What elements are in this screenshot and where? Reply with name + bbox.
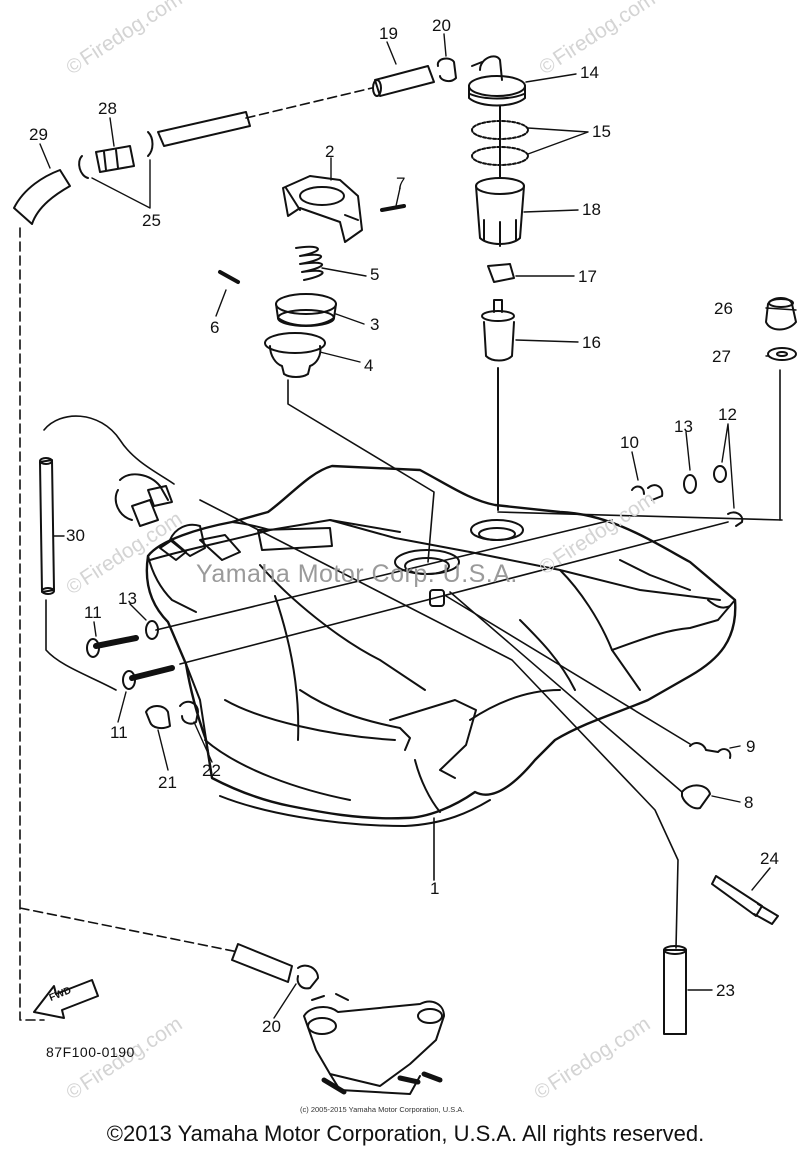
small-copyright: (c) 2005-2015 Yamaha Motor Corporation, … xyxy=(300,1105,465,1114)
callout-label: 2 xyxy=(325,142,335,161)
callout-label: 12 xyxy=(718,405,737,424)
leader-lines xyxy=(19,87,783,1021)
callout-label: 26 xyxy=(714,299,733,318)
callout-label: 24 xyxy=(760,849,779,868)
fuel-sender-assembly xyxy=(468,55,529,511)
callout-label: 8 xyxy=(744,793,754,812)
callout-label: 10 xyxy=(620,433,639,452)
callout-label: 1 xyxy=(430,879,440,898)
callout-ticks xyxy=(39,33,797,1019)
callout-label: 20 xyxy=(432,16,451,35)
callout-label: 11 xyxy=(110,723,128,742)
callout-label: 21 xyxy=(158,773,177,792)
callout-label: 23 xyxy=(716,981,735,1000)
center-watermark: Yamaha Motor Corp. U.S.A. xyxy=(196,560,518,588)
callout-label: 14 xyxy=(580,63,599,82)
callout-label: 9 xyxy=(746,737,756,756)
hoses xyxy=(13,57,687,1035)
callout-label: 16 xyxy=(582,333,601,352)
callout-label: 22 xyxy=(202,761,221,780)
callout-label: 28 xyxy=(98,99,117,118)
callout-label: 30 xyxy=(66,526,85,545)
filler-cap-assembly xyxy=(218,175,406,378)
part-code: 87F100-0190 xyxy=(46,1044,135,1060)
callout-label: 25 xyxy=(142,211,161,230)
callout-label: 7 xyxy=(396,174,406,193)
callout-label: 15 xyxy=(592,122,611,141)
callout-label: 17 xyxy=(578,267,597,286)
callout-label: 11 xyxy=(84,603,102,622)
footer-copyright: ©2013 Yamaha Motor Corporation, U.S.A. A… xyxy=(106,1121,705,1146)
callout-label: 4 xyxy=(364,356,374,375)
callout-label: 18 xyxy=(582,200,601,219)
callout-label: 13 xyxy=(118,589,137,608)
callout-label: 5 xyxy=(370,265,380,284)
fuel-filter-bracket xyxy=(303,993,445,1095)
callout-label: 3 xyxy=(370,315,380,334)
callout-label: 20 xyxy=(262,1017,281,1036)
fasteners xyxy=(86,297,797,925)
callout-label: 27 xyxy=(712,347,731,366)
callout-label: 19 xyxy=(379,24,398,43)
callout-label: 13 xyxy=(674,417,693,436)
callout-label: 29 xyxy=(29,125,48,144)
fwd-arrow-icon xyxy=(33,979,99,1019)
callout-label: 6 xyxy=(210,318,220,337)
fuel-tank xyxy=(145,464,737,827)
